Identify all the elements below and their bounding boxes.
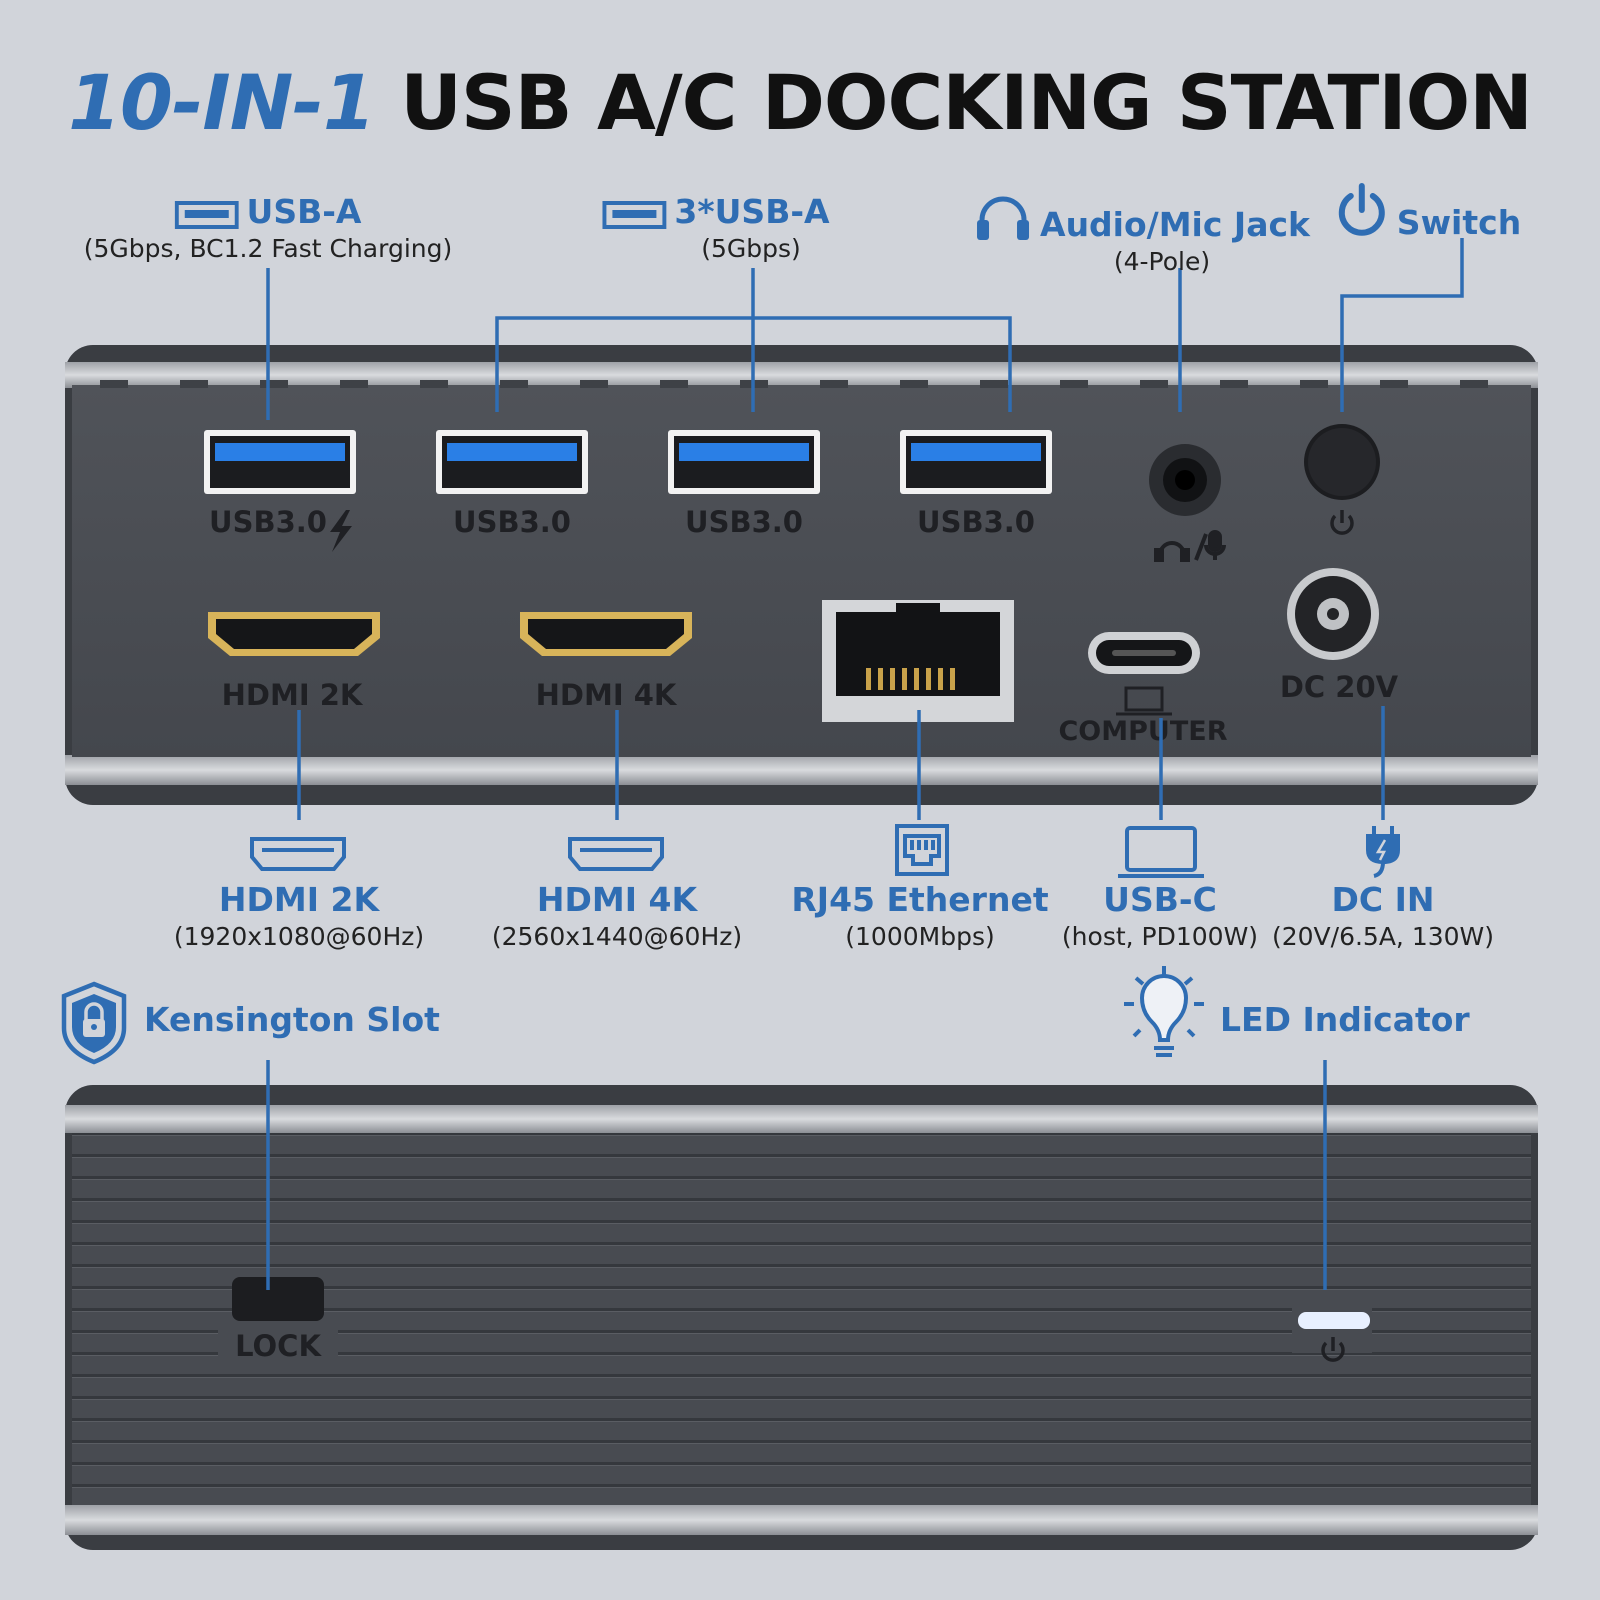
lock-shield-icon xyxy=(61,981,127,1065)
hdmi-2k-port xyxy=(208,612,380,656)
callout-usb-a3-spec: (5Gbps) xyxy=(701,234,801,263)
lightning-icon xyxy=(330,510,352,552)
callout-usb-c-name: USB-C xyxy=(1103,880,1217,919)
callout-hdmi-4k-spec: (2560x1440@60Hz) xyxy=(491,922,743,951)
usb-a-port-3 xyxy=(900,430,1052,494)
led-label: LED Indicator xyxy=(1220,1000,1470,1039)
led-power-icon xyxy=(1321,1337,1345,1362)
callout-usb-a3: 3*USB-A (5Gbps) xyxy=(602,192,830,266)
hdmi-4k-port-label: HDMI 4K xyxy=(536,678,678,712)
ethernet-icon xyxy=(895,824,949,876)
title-accent: 10-IN-1 xyxy=(68,58,376,147)
power-icon xyxy=(1338,183,1385,236)
plug-icon xyxy=(1366,826,1400,878)
callout-usb-a: USB-A (5Gbps, BC1.2 Fast Charging) xyxy=(84,192,452,266)
usb-a-name-text: USB-A xyxy=(246,192,362,231)
front-panel xyxy=(65,1085,1538,1550)
usb-label-3: USB3.0 xyxy=(917,505,1035,539)
callout-audio: Audio/Mic Jack (4-Pole) xyxy=(974,192,1310,279)
usb-port-icon xyxy=(174,201,239,229)
usb-fast-label: USB3.0 xyxy=(209,505,327,539)
headphones-icon xyxy=(977,196,1030,240)
callout-hdmi-4k: HDMI 4K (2560x1440@60Hz) xyxy=(492,880,742,954)
callout-hdmi-2k-name: HDMI 2K xyxy=(218,880,380,919)
usb-a-port-fast xyxy=(204,430,356,494)
laptop-icon xyxy=(1118,826,1204,878)
switch-name-text: Switch xyxy=(1396,203,1522,242)
usb-a3-name-text: 3*USB-A xyxy=(674,192,830,231)
callout-usb-a3-name: 3*USB-A xyxy=(602,192,830,232)
callout-usb-a-spec: (5Gbps, BC1.2 Fast Charging) xyxy=(83,234,453,263)
page-title: 10-IN-1 USB A/C DOCKING STATION xyxy=(0,58,1600,147)
usb-a-port-1 xyxy=(436,430,588,494)
bulb-icon xyxy=(1124,966,1204,1057)
usb-label-2: USB3.0 xyxy=(685,505,803,539)
callout-switch-name: Switch xyxy=(1335,180,1521,243)
callout-dc-in-name: DC IN xyxy=(1331,880,1435,919)
usb-port-icon xyxy=(602,201,667,229)
callout-usb-a-name: USB-A xyxy=(84,192,452,232)
audio-name-text: Audio/Mic Jack xyxy=(1040,205,1310,244)
usb-label-1: USB3.0 xyxy=(453,505,571,539)
hdmi-icon xyxy=(568,837,664,871)
computer-label: COMPUTER xyxy=(1058,716,1227,747)
lock-label: LOCK xyxy=(235,1329,322,1363)
rj45-port xyxy=(822,600,1014,722)
callout-audio-spec: (4-Pole) xyxy=(1113,247,1211,276)
callout-usb-c: USB-C (host, PD100W) xyxy=(1062,880,1258,954)
callout-rj45-name: RJ45 Ethernet xyxy=(791,880,1049,919)
callout-usb-c-spec: (host, PD100W) xyxy=(1061,922,1259,951)
callout-rj45: RJ45 Ethernet (1000Mbps) xyxy=(791,880,1048,954)
headphone-mic-icon xyxy=(1154,530,1226,562)
callout-hdmi-4k-name: HDMI 4K xyxy=(536,880,698,919)
callout-rj45-spec: (1000Mbps) xyxy=(845,922,995,951)
callout-dc-in: DC IN (20V/6.5A, 130W) xyxy=(1272,880,1494,954)
hdmi-icon xyxy=(250,837,346,871)
usb-c-port xyxy=(1088,632,1200,674)
power-switch xyxy=(1304,424,1380,500)
dc-label: DC 20V xyxy=(1280,670,1399,704)
callout-hdmi-2k-spec: (1920x1080@60Hz) xyxy=(173,922,425,951)
hdmi-2k-port-label: HDMI 2K xyxy=(222,678,364,712)
callout-audio-name: Audio/Mic Jack xyxy=(974,192,1310,245)
dc-jack xyxy=(1287,568,1379,660)
audio-jack xyxy=(1149,444,1221,516)
title-main: USB A/C DOCKING STATION xyxy=(400,58,1533,147)
hdmi-4k-port xyxy=(520,612,692,656)
kensington-label: Kensington Slot xyxy=(144,1000,440,1039)
power-icon xyxy=(1330,510,1354,535)
callout-hdmi-2k: HDMI 2K (1920x1080@60Hz) xyxy=(174,880,424,954)
callout-switch: Switch xyxy=(1335,180,1521,243)
leader-lines xyxy=(266,238,1464,1290)
callout-dc-in-spec: (20V/6.5A, 130W) xyxy=(1271,922,1495,951)
usb-a-port-2 xyxy=(668,430,820,494)
laptop-small-icon xyxy=(1116,686,1172,716)
